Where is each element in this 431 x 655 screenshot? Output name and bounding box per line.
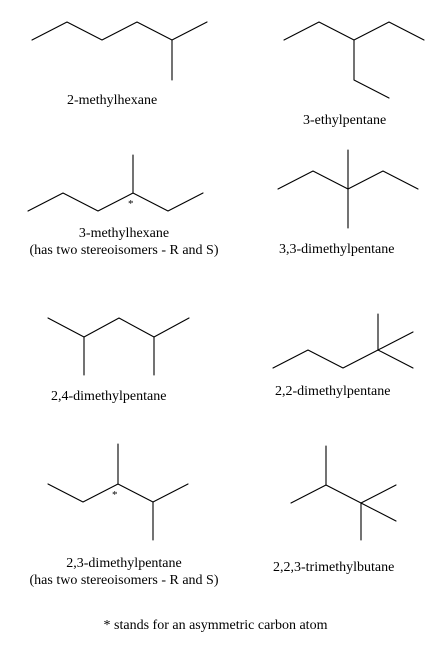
label-2-4-dimethylpentane: 2,4-dimethylpentane <box>51 389 167 404</box>
structure-3-methylhexane: * <box>27 154 204 212</box>
asymmetric-carbon-marker: * <box>112 489 118 501</box>
structure-3-ethylpentane <box>283 21 425 99</box>
structure-2-3-dimethylpentane: * <box>47 443 189 541</box>
label-3-ethylpentane: 3-ethylpentane <box>303 113 387 128</box>
structure-2-methylhexane <box>31 21 208 81</box>
structure-2-2-3-trimethylbutane <box>290 445 397 541</box>
footnote: * stands for an asymmetric carbon atom <box>103 618 328 633</box>
label-3-3-dimethylpentane: 3,3-dimethylpentane <box>279 242 395 257</box>
structure-2-2-dimethylpentane <box>272 313 414 369</box>
label-3-methylhexane: 3-methylhexane <box>78 226 170 241</box>
note-3-methylhexane-stereoisomers: (has two stereoisomers - R and S) <box>29 243 219 258</box>
asymmetric-carbon-marker: * <box>128 198 134 210</box>
label-2-2-3-trimethylbutane: 2,2,3-trimethylbutane <box>273 560 395 575</box>
label-2-3-dimethylpentane: 2,3-dimethylpentane <box>66 556 182 571</box>
structure-2-4-dimethylpentane <box>47 317 190 376</box>
label-2-2-dimethylpentane: 2,2-dimethylpentane <box>275 384 391 399</box>
note-2-3-dimethylpentane-stereoisomers: (has two stereoisomers - R and S) <box>29 573 219 588</box>
label-2-methylhexane: 2-methylhexane <box>67 93 158 108</box>
structure-3-3-dimethylpentane <box>277 149 419 229</box>
